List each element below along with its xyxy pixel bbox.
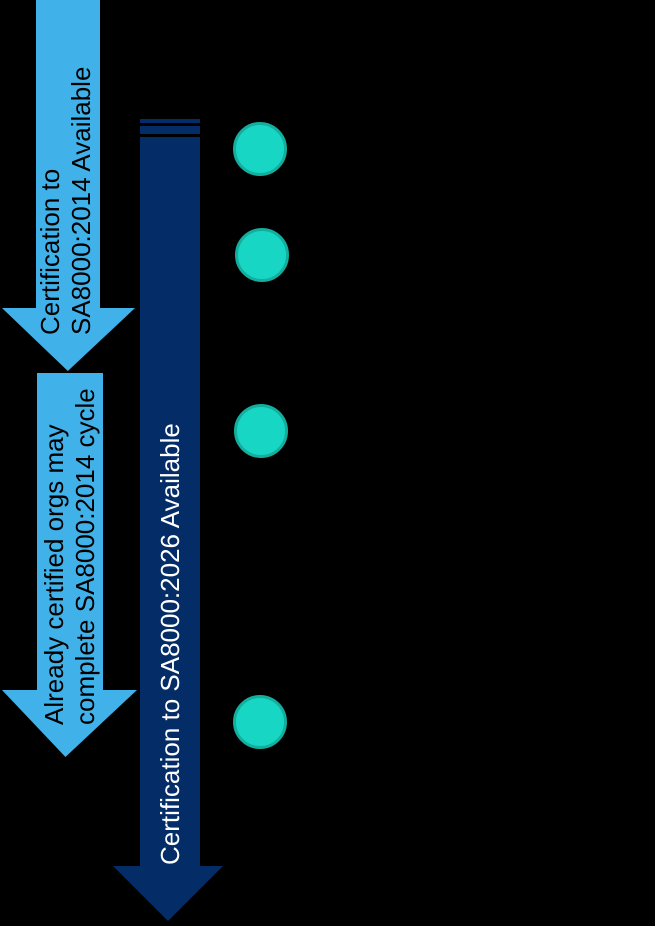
- arrow-already-certified-label: Already certified orgs may complete SA80…: [39, 385, 101, 725]
- arrow-cert-2026-label: Certification to SA8000:2026 Available: [155, 423, 185, 865]
- milestone-dot-4: [233, 695, 287, 749]
- arrow-already-certified-label-line2: complete SA8000:2014 cycle: [70, 388, 100, 725]
- milestone-dot-1: [233, 122, 287, 176]
- arrow-cert-2026-label-line1: Certification to SA8000:2026 Available: [155, 423, 185, 865]
- milestone-dot-3: [234, 404, 288, 458]
- milestone-dot-2: [235, 228, 289, 282]
- arrow-cert-2014-shaft: [36, 0, 100, 310]
- arrow-cert-2014-label-line1: Certification to: [35, 168, 65, 335]
- arrow-already-certified-shaft: [37, 373, 103, 691]
- arrow-cert-2026-shaft: [140, 137, 200, 867]
- arrow-cert-2014-label: Certification to SA8000:2014 Available: [35, 45, 97, 335]
- arrow-cert-2026-arrowhead-icon: [113, 866, 223, 921]
- arrow-cert-2026-break-bar-2: [140, 126, 200, 134]
- arrow-cert-2026-break-bar-1: [140, 119, 200, 123]
- arrow-already-certified-label-line1: Already certified orgs may: [39, 424, 69, 725]
- arrow-cert-2014-label-line2: SA8000:2014 Available: [66, 66, 96, 335]
